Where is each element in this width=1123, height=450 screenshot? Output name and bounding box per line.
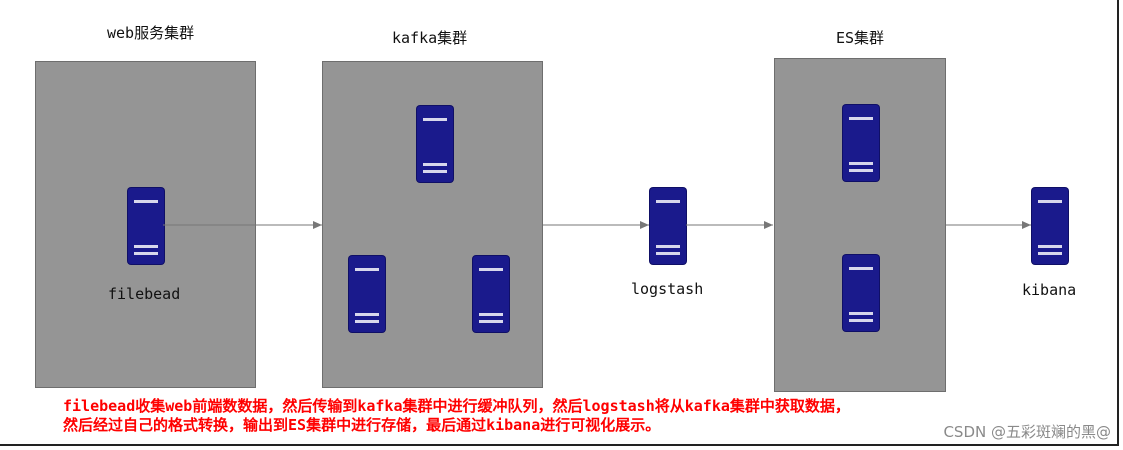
web-cluster-title: web服务集群 <box>107 24 195 42</box>
kafka-server-icon <box>349 256 385 332</box>
kibana-server-icon <box>1032 188 1068 264</box>
web-cluster-box: filebead <box>35 61 256 388</box>
description-line-1: filebead收集web前端数数据，然后传输到kafka集群中进行缓冲队列，然… <box>63 397 850 415</box>
filebead-label: filebead <box>108 285 181 303</box>
kafka-cluster-box <box>322 61 543 388</box>
es-server-icon <box>843 255 879 331</box>
kafka-server-icon <box>417 106 453 182</box>
web-server-icon <box>128 188 164 264</box>
kibana-label: kibana <box>1022 281 1077 299</box>
es-cluster-title: ES集群 <box>836 29 885 47</box>
watermark: CSDN @五彩斑斓的黑@ <box>943 423 1111 441</box>
kafka-server-icon <box>473 256 509 332</box>
logstash-label: logstash <box>631 280 704 298</box>
es-cluster-box <box>774 58 946 392</box>
kafka-cluster-title: kafka集群 <box>392 29 468 47</box>
logstash-server-icon <box>650 188 686 264</box>
description-line-2: 然后经过自己的格式转换，输出到ES集群中进行存储，最后通过kibana进行可视化… <box>63 416 661 434</box>
es-server-icon <box>843 105 879 181</box>
